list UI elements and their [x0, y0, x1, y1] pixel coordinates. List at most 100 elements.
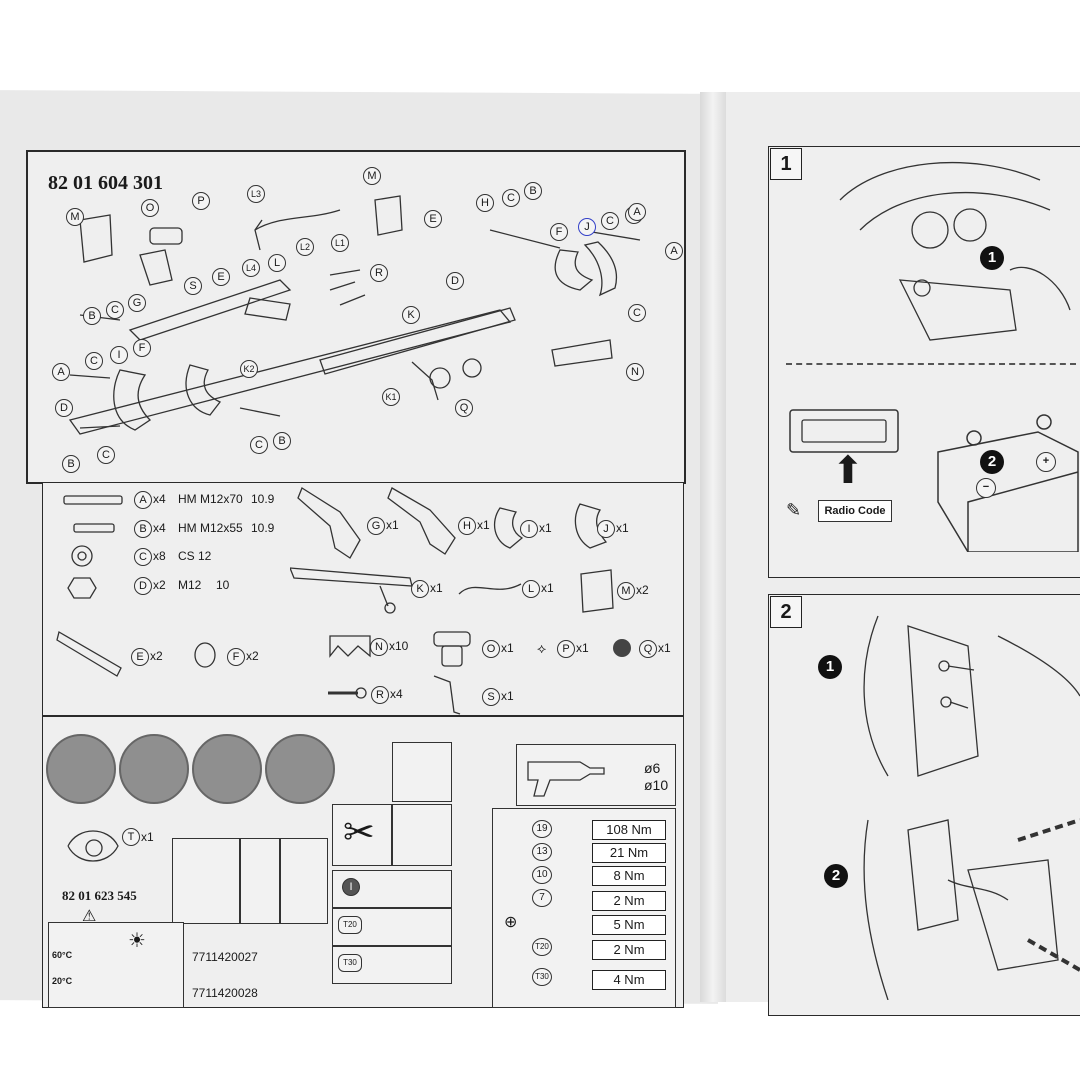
part-label-n: N [370, 638, 388, 656]
part-label-d: D [134, 577, 152, 595]
plate-m-drawing [580, 569, 614, 613]
part-label-a: A [134, 491, 152, 509]
step1-number: 1 [770, 148, 802, 180]
torque-ref-7: 7 [532, 889, 552, 907]
callout-l3: L3 [247, 185, 265, 203]
callout-p: P [192, 192, 210, 210]
parts-list-panel [42, 482, 684, 716]
callout-h: H [476, 194, 494, 212]
part-p-qty: x1 [576, 641, 589, 655]
torque-value-t20: 2 Nm [592, 940, 666, 960]
callout-s: S [184, 277, 202, 295]
callout-b2: B [83, 307, 101, 325]
callout-b3: B [273, 432, 291, 450]
drill-size-6: ø6 [644, 760, 661, 776]
part-label-b: B [134, 520, 152, 538]
part-c-spec: CS 12 [178, 549, 212, 563]
part-d-qty: x2 [153, 578, 166, 592]
part-number-title: 82 01 604 301 [48, 172, 163, 194]
callout-f: F [550, 223, 568, 241]
part-label-q: Q [639, 640, 657, 658]
torque-value-13: 21 Nm [592, 843, 666, 863]
part-a-spec: HM M12x70 [178, 492, 243, 506]
torque-value-t30: 4 Nm [592, 970, 666, 990]
safety-shoes-icon [265, 734, 335, 804]
part-label-c: C [134, 548, 152, 566]
callout-a3: A [665, 242, 683, 260]
page-gutter [700, 92, 726, 1002]
callout-c6: C [250, 436, 268, 454]
part-f-qty: x2 [246, 649, 259, 663]
part-q-qty: x1 [658, 641, 671, 655]
part-l-qty: x1 [541, 581, 554, 595]
radio-code-text: Radio Code [824, 505, 886, 517]
torx-t30-label: T30 [338, 954, 362, 972]
callout-c7: C [97, 446, 115, 464]
spacer-f-drawing [194, 642, 216, 668]
callout-c4: C [628, 304, 646, 322]
part-j-qty: x1 [616, 521, 629, 535]
part-a-grade: 10.9 [251, 492, 275, 506]
step2-callout-2: 2 [824, 864, 848, 888]
callout-k: K [402, 306, 420, 324]
bracket-e-drawing [56, 631, 122, 677]
callout-a4: A [628, 203, 646, 221]
jigsaw-box [392, 804, 452, 866]
callout-d: D [446, 272, 464, 290]
torque-ref-t20: T20 [532, 938, 552, 956]
temp-20: 20°C [52, 976, 73, 986]
wiring-kit-drawing [67, 830, 119, 862]
step1-callout-1: 1 [980, 246, 1004, 270]
callout-b: B [524, 182, 542, 200]
part-h-qty: x1 [477, 518, 490, 532]
callout-n: N [626, 363, 644, 381]
flathead-icon: I [342, 878, 360, 896]
part-label-t: T [122, 828, 140, 846]
down-arrow-icon: ⬆ [832, 450, 864, 492]
pen-box [280, 838, 328, 924]
wiring-l-drawing [458, 583, 522, 595]
callout-c5: C [85, 352, 103, 370]
scraper-box [240, 838, 280, 924]
bolt-drawings [63, 495, 123, 599]
callout-c2: C [601, 212, 619, 230]
phillips-icon: ⊕ [504, 914, 518, 931]
torque-value-10: 8 Nm [592, 866, 666, 886]
note-pen-icon: ✎ [786, 500, 802, 520]
part-i-qty: x1 [539, 521, 552, 535]
radio-code-label: Radio Code [818, 500, 892, 522]
torque-ref-19: 19 [532, 820, 552, 838]
part-p-glyph: ⟡ [537, 640, 547, 656]
part-b-spec: HM M12x55 [178, 521, 243, 535]
tape-box [172, 838, 240, 924]
part-s-qty: x1 [501, 689, 514, 703]
callout-l: L [268, 254, 286, 272]
callout-m2: M [363, 167, 381, 185]
product-code-2: 7711420028 [192, 986, 258, 1000]
callout-l1: L1 [331, 234, 349, 252]
part-label-s: S [482, 688, 500, 706]
callout-d2: D [55, 399, 73, 417]
part-label-j: J [597, 520, 615, 538]
step1-callout-2: 2 [980, 450, 1004, 474]
part-a-qty: x4 [153, 492, 166, 506]
part-label-f: F [227, 648, 245, 666]
temperature-box [48, 922, 184, 1008]
part-e-qty: x2 [150, 649, 163, 663]
callout-c: C [502, 189, 520, 207]
part-label-e: E [131, 648, 149, 666]
part-label-r: R [371, 686, 389, 704]
part-k-qty: x1 [430, 581, 443, 595]
cap-q-drawing [613, 639, 631, 657]
gloves-icon [119, 734, 189, 804]
part-n-qty: x10 [389, 639, 409, 653]
part-label-k: K [411, 580, 429, 598]
clip-n-drawing [329, 635, 371, 658]
torque-ref-13: 13 [532, 843, 552, 861]
callout-g: G [128, 294, 146, 312]
callout-m: M [66, 208, 84, 226]
callout-f2: F [133, 339, 151, 357]
torque-ref-10: 10 [532, 866, 552, 884]
socket-o-drawing [433, 631, 471, 667]
part-label-o: O [482, 640, 500, 658]
